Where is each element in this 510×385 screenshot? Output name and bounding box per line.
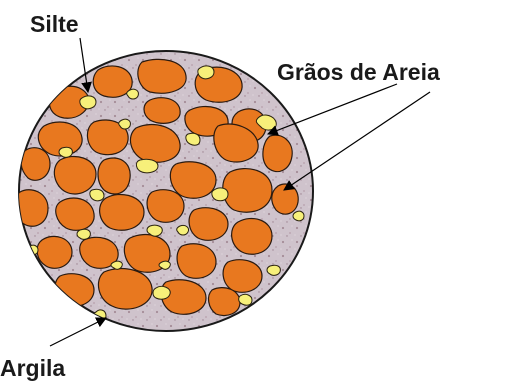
sand-leader-2: [284, 92, 430, 190]
sand-grain: [209, 288, 240, 316]
silt-grain: [90, 189, 104, 201]
sand-grain: [54, 156, 96, 194]
silt-grain: [80, 96, 96, 109]
sand-grain: [263, 135, 292, 171]
sand-grain: [21, 148, 50, 181]
sand-grain: [272, 184, 298, 214]
sand-grain: [100, 194, 144, 230]
sand-grain: [93, 66, 132, 97]
sand-grain: [232, 218, 272, 254]
silt-grain: [267, 265, 280, 275]
silt-grain: [153, 286, 170, 299]
silt-grain: [177, 225, 189, 235]
silt-grain: [212, 188, 228, 201]
silt-grain: [293, 211, 304, 221]
sand-grain: [37, 236, 72, 268]
sand-grain: [138, 59, 186, 93]
sand-grain: [98, 158, 130, 194]
sand-grains-label: Grãos de Areia: [277, 59, 440, 85]
silt-grain: [239, 294, 252, 305]
silt-grain: [77, 229, 90, 239]
sand-grain: [223, 169, 272, 213]
silt-grain: [59, 147, 72, 157]
silt-grain: [28, 245, 38, 255]
sand-grain: [130, 125, 180, 163]
silt-grain: [127, 89, 139, 99]
clay-leader: [50, 318, 106, 346]
clay-label: Argila: [0, 355, 65, 381]
sand-grain: [144, 98, 180, 124]
silt-label: Silte: [30, 11, 79, 37]
sand-grain: [177, 244, 216, 279]
sand-grain: [189, 208, 228, 241]
silt-grain: [136, 159, 158, 173]
sand-grain: [223, 260, 262, 293]
sand-grain: [98, 269, 152, 310]
silt-grain: [119, 119, 131, 129]
sand-grain: [147, 190, 184, 223]
silt-grain: [198, 66, 214, 79]
